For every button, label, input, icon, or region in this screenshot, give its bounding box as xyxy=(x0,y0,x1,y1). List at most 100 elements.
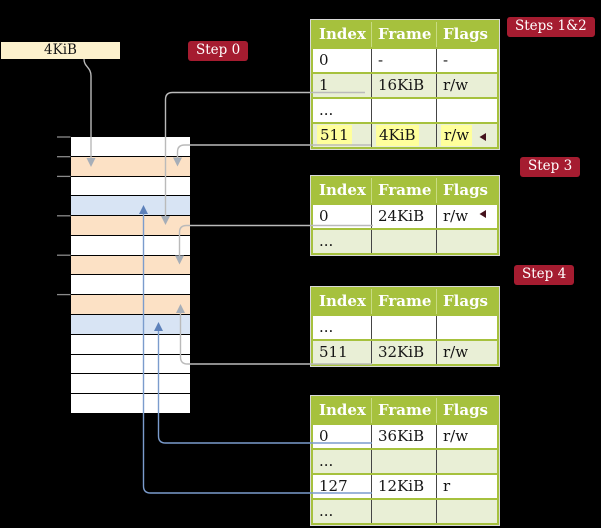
table-cell xyxy=(436,498,497,523)
memory-frame-row-8 xyxy=(71,295,190,315)
table-cell: r/w xyxy=(436,203,497,229)
table-cell xyxy=(371,498,437,523)
cell-text: 12KiB xyxy=(378,477,425,495)
cell-text: 36KiB xyxy=(378,427,425,445)
column-header-flags: Flags xyxy=(436,289,497,315)
column-header-frame: Frame xyxy=(371,22,437,48)
cell-text: ... xyxy=(319,452,334,470)
table-cell: - xyxy=(371,47,437,73)
table-row: 0 24KiB r/w xyxy=(313,203,497,229)
table-row: 1 16KiB r/w xyxy=(313,72,497,98)
cell-text: 0 xyxy=(319,51,329,69)
steps-1-2-label: Steps 1&2 xyxy=(507,17,595,37)
table-cell xyxy=(371,228,437,253)
cell-text: 16KiB xyxy=(378,76,425,94)
table-cell: ... xyxy=(313,498,372,523)
cell-text: - xyxy=(443,51,449,69)
table-cell: r/w xyxy=(436,72,497,98)
table-cell: r/w xyxy=(436,339,497,364)
column-header-index: Index xyxy=(313,178,372,204)
cell-text: r/w xyxy=(443,207,469,225)
cell-text: 0 xyxy=(319,427,329,445)
step-4-label: Step 4 xyxy=(514,265,575,285)
table-cell: r/w xyxy=(436,122,497,147)
cell-text: ... xyxy=(319,232,334,250)
cell-text: ... xyxy=(319,318,334,336)
table-cell: 0 xyxy=(313,423,372,449)
table-cell: r xyxy=(436,473,497,499)
table-cell: 1 xyxy=(313,72,372,98)
table-cell: r/w xyxy=(436,423,497,449)
memory-frame-row-5 xyxy=(71,235,190,255)
table-row: 511 4KiB r/w xyxy=(313,122,497,147)
column-header-flags: Flags xyxy=(436,178,497,204)
column-header-index: Index xyxy=(313,289,372,315)
memory-frame-row-1 xyxy=(71,156,190,176)
root-address-label: 4KiB xyxy=(44,41,77,58)
table-cell: ... xyxy=(313,314,372,340)
table-cell: 24KiB xyxy=(371,203,437,229)
cell-text: 127 xyxy=(319,477,348,495)
table-row: 127 12KiB r xyxy=(313,473,497,499)
cell-text: ... xyxy=(319,101,334,119)
table-cell: 4KiB xyxy=(371,122,437,147)
table-cell: 511 xyxy=(313,339,372,364)
cell-text: 4KiB xyxy=(376,125,419,146)
cell-text: 511 xyxy=(319,343,348,361)
table-row: ... xyxy=(313,314,497,340)
table-row: ... xyxy=(313,97,497,123)
table-cell: 36KiB xyxy=(371,423,437,449)
table-cell: 0 xyxy=(313,203,372,229)
memory-frame-row-4 xyxy=(71,216,190,235)
column-header-frame: Frame xyxy=(371,178,437,204)
cell-text: r/w xyxy=(443,343,469,361)
table-cell xyxy=(436,228,497,253)
column-header-frame: Frame xyxy=(371,398,437,424)
memory-frame-row-11 xyxy=(71,354,190,374)
table-row: 0 - - xyxy=(313,47,497,73)
memory-frame-row-10 xyxy=(71,334,190,354)
table-row: ... xyxy=(313,498,497,523)
memory-frame-row-7 xyxy=(71,275,190,295)
cell-text: 511 xyxy=(317,125,352,146)
table-cell: 0 xyxy=(313,47,372,73)
step-3-label: Step 3 xyxy=(520,157,581,177)
table-cell: - xyxy=(436,47,497,73)
table-cell: ... xyxy=(313,97,372,123)
table-cell xyxy=(436,314,497,340)
physical-memory-column xyxy=(71,137,190,413)
table-row: ... xyxy=(313,228,497,253)
memory-frame-row-12 xyxy=(71,374,190,394)
column-header-index: Index xyxy=(313,398,372,424)
cell-text: ... xyxy=(319,502,334,520)
table-row: 0 36KiB r/w xyxy=(313,423,497,449)
memory-frame-row-3 xyxy=(71,196,190,216)
cell-text: - xyxy=(378,51,384,69)
column-header-flags: Flags xyxy=(436,22,497,48)
table-cell: ... xyxy=(313,228,372,253)
table-cell: 12KiB xyxy=(371,473,437,499)
cell-text: r xyxy=(443,477,451,495)
memory-frame-row-6 xyxy=(71,255,190,275)
cell-text: 0 xyxy=(319,207,329,225)
cell-text: r/w xyxy=(443,76,469,94)
table-row: ... xyxy=(313,448,497,474)
table-row: 511 32KiB r/w xyxy=(313,339,497,364)
cell-text: 32KiB xyxy=(378,343,425,361)
column-header-index: Index xyxy=(313,22,372,48)
table-cell: 16KiB xyxy=(371,72,437,98)
table-cell: 32KiB xyxy=(371,339,437,364)
table-cell xyxy=(371,448,437,474)
column-header-frame: Frame xyxy=(371,289,437,315)
step-0-label: Step 0 xyxy=(188,41,249,61)
memory-frame-row-2 xyxy=(71,176,190,196)
